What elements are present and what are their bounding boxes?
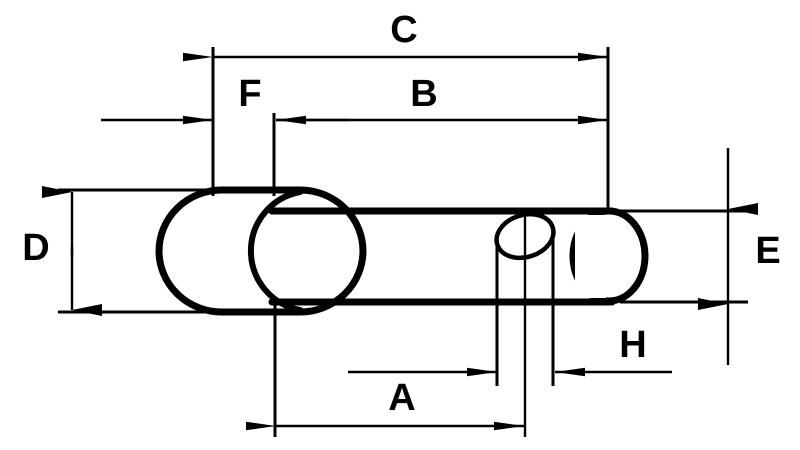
dimension-h: H xyxy=(348,324,672,377)
dim-h-label: H xyxy=(619,324,646,366)
dimension-e: E xyxy=(698,148,781,365)
dimension-c: C xyxy=(183,9,608,62)
dim-f-label: F xyxy=(238,73,261,115)
dim-c-label: C xyxy=(390,9,417,51)
dim-d-label: D xyxy=(22,227,49,269)
part-geometry xyxy=(155,186,649,316)
dimension-a: A xyxy=(246,377,524,431)
dim-e-label: E xyxy=(755,230,780,272)
dim-a-label: A xyxy=(388,377,415,419)
dim-b-label: B xyxy=(410,73,437,115)
shank-end-blend xyxy=(575,215,606,298)
dimension-b: B xyxy=(276,73,608,125)
dimension-f: F xyxy=(101,73,350,125)
dimension-d: D xyxy=(22,186,102,316)
